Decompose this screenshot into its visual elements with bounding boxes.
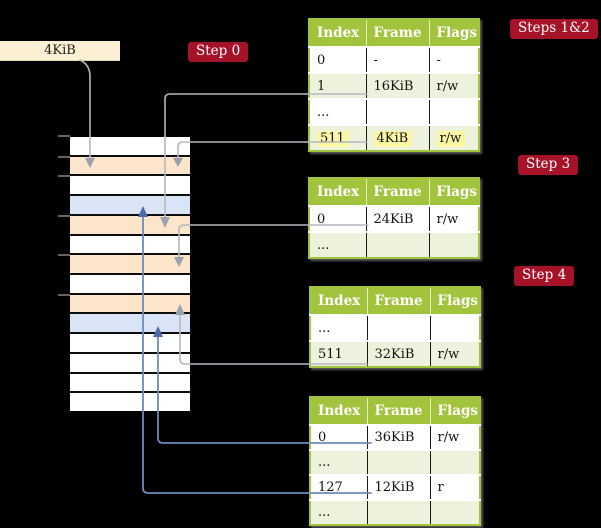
page-size-label: 4KiB [44,43,76,58]
cell-index: ... [310,499,368,525]
table-row: ... [310,449,480,475]
page-table-step-3: Index Frame Flags 0 24KiB r/w ... [308,177,480,259]
table-header-row: Index Frame Flags [309,19,479,47]
table-row: ... [309,98,479,125]
table-row: ... [309,231,479,258]
table-row: 127 12KiB r [310,474,480,500]
memory-frame-row [70,292,190,313]
col-header-frame: Frame [366,19,430,47]
cell-flags: r/w [429,124,479,151]
table-row: 1 16KiB r/w [309,72,479,99]
cell-frame: 12KiB [367,474,431,500]
table-header-row: Index Frame Flags [310,287,480,315]
cell-flags: - [429,46,479,73]
badge-step-3: Step 3 [518,155,579,175]
cell-index: 0 [310,424,368,450]
memory-frame-row [70,391,190,412]
cell-flags: r/w [429,72,479,99]
memory-frame-row [70,253,190,274]
cell-index: 127 [310,474,368,500]
cell-flags [429,231,479,258]
col-header-index: Index [309,19,367,47]
cell-flags: r/w [430,340,480,367]
highlight: 511 [317,130,349,147]
cell-index: 1 [309,72,367,99]
cell-flags: r [430,474,480,500]
memory-frame-row [70,332,190,352]
page-size-box: 4KiB [0,41,120,61]
cell-frame: - [366,46,430,73]
cell-flags: r/w [429,205,479,232]
cell-frame: 24KiB [366,205,430,232]
memory-frame-row [70,273,190,293]
cell-frame [367,314,431,341]
col-header-frame: Frame [367,287,431,315]
col-header-flags: Flags [429,178,479,206]
badge-step-4: Step 4 [514,266,575,286]
cell-flags: r/w [430,424,480,450]
table-row-highlighted: 511 4KiB r/w [309,124,479,151]
highlight: r/w [436,130,466,147]
memory-column [70,137,190,412]
cell-index: ... [310,449,368,475]
cell-frame [366,231,430,258]
cell-index: ... [310,314,368,341]
page-table-step-4: Index Frame Flags ... 511 32KiB r/w [309,286,481,368]
table-row: 0 - - [309,46,479,73]
table-row: 0 36KiB r/w [310,424,480,450]
col-header-flags: Flags [430,397,480,425]
col-header-flags: Flags [429,19,479,47]
cell-index: ... [309,231,367,258]
table-row: 0 24KiB r/w [309,205,479,232]
memory-frame-row [70,371,190,392]
cell-index: ... [309,98,367,125]
memory-address-ticks [58,135,70,296]
cell-frame [367,449,431,475]
col-header-frame: Frame [367,397,431,425]
col-header-index: Index [310,397,368,425]
table-row: ... [310,314,480,341]
memory-frame-row [70,194,190,214]
cell-frame [367,499,431,525]
cell-index: 0 [309,205,367,232]
cell-flags [430,449,480,475]
memory-frame-row [70,137,190,155]
cell-index: 0 [309,46,367,73]
col-header-index: Index [310,287,368,315]
cell-index: 511 [310,340,368,367]
col-header-index: Index [309,178,367,206]
page-table-final-level: Index Frame Flags 0 36KiB r/w ... 127 12… [309,396,481,526]
cell-frame: 36KiB [367,424,431,450]
table-header-row: Index Frame Flags [310,397,480,425]
page-table-steps-1-2: Index Frame Flags 0 - - 1 16KiB r/w ... … [308,18,480,152]
col-header-flags: Flags [430,287,480,315]
table-header-row: Index Frame Flags [309,178,479,206]
cell-frame [366,98,430,125]
memory-frame-row [70,351,190,372]
badge-steps-1-2: Steps 1&2 [510,19,598,39]
cell-flags [429,98,479,125]
table-row: 511 32KiB r/w [310,340,480,367]
cell-frame: 16KiB [366,72,430,99]
memory-frame-row [70,154,190,175]
cell-flags [430,499,480,525]
cell-frame: 32KiB [367,340,431,367]
memory-frame-row [70,312,190,333]
memory-frame-row [70,213,190,234]
highlight: 4KiB [373,130,413,147]
cell-flags [430,314,480,341]
table-row: ... [310,499,480,525]
badge-step-0: Step 0 [188,42,249,62]
cell-frame: 4KiB [366,124,430,151]
col-header-frame: Frame [366,178,430,206]
memory-frame-row [70,233,190,254]
memory-frame-row [70,174,190,195]
cell-index: 511 [309,124,367,151]
